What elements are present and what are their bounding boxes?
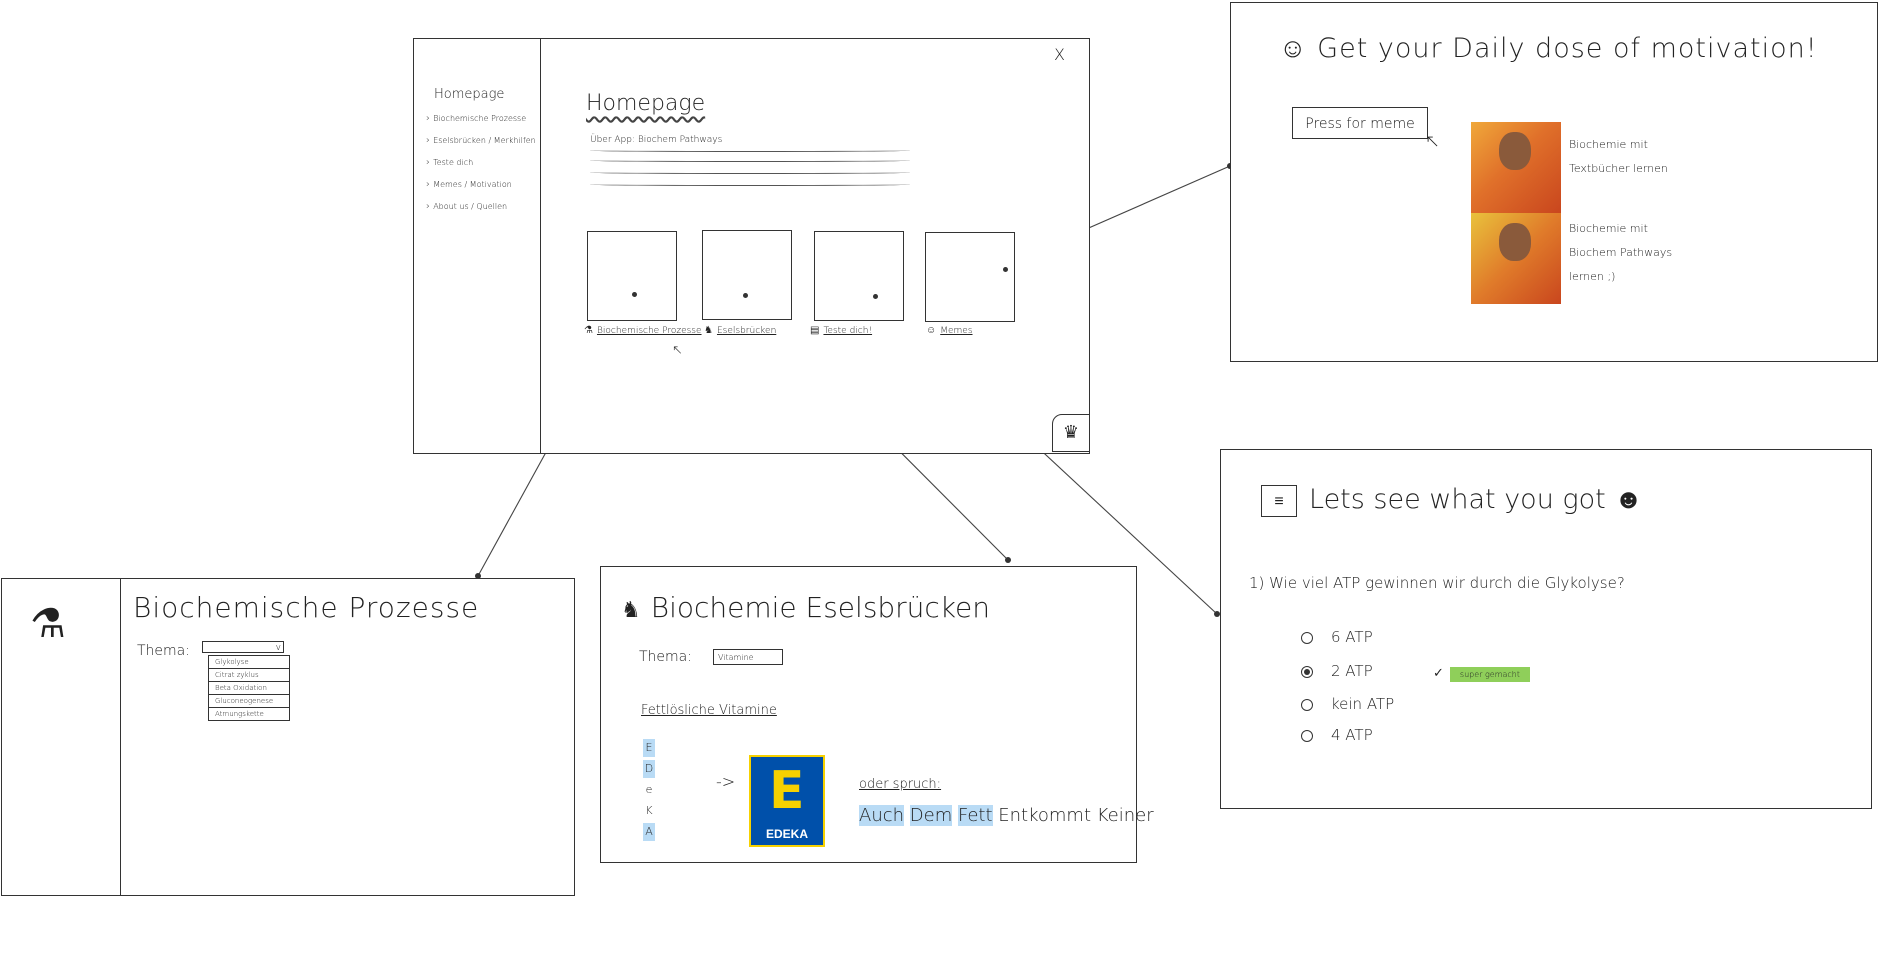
sidebar-item-memes[interactable]: Memes / Motivation bbox=[426, 179, 536, 190]
quiz-question: 1) Wie viel ATP gewinnen wir durch die G… bbox=[1249, 574, 1625, 592]
page-title: Homepage bbox=[586, 91, 706, 116]
flask-icon: ⚗ bbox=[584, 325, 593, 336]
donkey-icon: ♞ bbox=[621, 598, 641, 623]
sidebar bbox=[414, 39, 541, 453]
meme-caption-top: Biochemie mit Textbücher lernen bbox=[1569, 138, 1668, 175]
notepad-icon: ▤ bbox=[810, 325, 820, 336]
arrow-icon: -> bbox=[716, 772, 736, 791]
prozesse-title: Biochemische Prozesse bbox=[133, 591, 480, 624]
donkey-icon: ♞ bbox=[704, 325, 713, 336]
text-placeholder-line bbox=[590, 159, 910, 162]
memes-frame: ☺ Get your Daily dose of motivation! Pre… bbox=[1230, 2, 1878, 362]
tile-label-prozesse[interactable]: ⚗Biochemische Prozesse bbox=[584, 325, 702, 336]
phrase-word: Auch bbox=[859, 805, 905, 826]
crown-icon[interactable]: ♛ bbox=[1052, 414, 1090, 452]
mnemonic-letter: K bbox=[645, 804, 653, 817]
mnemonic-phrase: Auch Dem Fett Entkommt Keiner bbox=[859, 805, 1154, 826]
sidebar-title: Homepage bbox=[434, 87, 505, 102]
mnemonic-letter: A bbox=[643, 823, 655, 841]
meme-caption-bottom: Biochemie mit Biochem Pathways lernen ;) bbox=[1569, 222, 1673, 283]
thema-dropdown: Glykolyse Citrat zyklus Beta Oxidation G… bbox=[208, 655, 290, 721]
edeka-logo: E EDEKA bbox=[749, 755, 825, 847]
thema-select[interactable]: Vitamine bbox=[713, 649, 783, 665]
text-placeholder-line bbox=[590, 149, 910, 152]
eselsbruecken-frame: ♞Biochemie Eselsbrücken Thema: Vitamine … bbox=[600, 566, 1154, 863]
feedback-badge: super gemacht bbox=[1449, 667, 1530, 682]
meme-image-top bbox=[1471, 122, 1561, 213]
mnemonic-letter: e bbox=[645, 783, 653, 796]
logo-word: EDEKA bbox=[765, 827, 808, 841]
phrase-word: Dem bbox=[909, 805, 953, 826]
radio-button[interactable] bbox=[1301, 698, 1313, 711]
quiz-title: ≡Lets see what you got ☻ bbox=[1261, 484, 1643, 517]
mnemonic-letters: E D e K A bbox=[643, 739, 655, 844]
mnemonic-letter: D bbox=[643, 760, 655, 778]
thema-label: Thema: bbox=[137, 643, 190, 659]
radio-button[interactable] bbox=[1301, 729, 1313, 742]
phrase-word: Entkommt bbox=[998, 805, 1092, 826]
text-placeholder-line bbox=[590, 171, 910, 174]
sidebar bbox=[2, 579, 121, 895]
smiley-icon: ☺ bbox=[926, 325, 937, 336]
tile-label-eselsbruecken[interactable]: ♞Eselsbrücken bbox=[704, 325, 777, 336]
tile-prozesse[interactable] bbox=[587, 231, 677, 321]
tile-label-memes[interactable]: ☺Memes bbox=[926, 325, 973, 336]
tile-label-teste-dich[interactable]: ▤Teste dich! bbox=[810, 325, 873, 336]
flask-icon: ⚗ bbox=[30, 601, 66, 647]
section-title: Fettlösliche Vitamine bbox=[641, 703, 777, 718]
cursor-icon: ↖ bbox=[1425, 131, 1441, 152]
quiz-option-3[interactable]: 4 ATP bbox=[1301, 726, 1373, 744]
winking-face-icon: ☻ bbox=[1614, 484, 1643, 515]
dropdown-option[interactable]: Gluconeogenese bbox=[209, 695, 289, 708]
mnemonic-letter: E bbox=[643, 739, 655, 757]
sidebar-item-teste-dich[interactable]: Teste dich bbox=[426, 157, 536, 168]
quiz-option-2[interactable]: kein ATP bbox=[1301, 695, 1394, 713]
close-icon[interactable]: X bbox=[1054, 45, 1065, 64]
notepad-icon: ≡ bbox=[1261, 484, 1297, 517]
page-subtitle: Über App: Biochem Pathways bbox=[590, 135, 723, 145]
sidebar-item-prozesse[interactable]: Biochemische Prozesse bbox=[426, 113, 536, 124]
esel-title: ♞Biochemie Eselsbrücken bbox=[621, 591, 991, 624]
tile-teste-dich[interactable] bbox=[814, 231, 904, 321]
sidebar-item-eselsbruecken[interactable]: Eselsbrücken / Merkhilfen bbox=[426, 135, 536, 146]
text-placeholder-line bbox=[590, 183, 910, 186]
radio-button[interactable] bbox=[1301, 631, 1313, 644]
dropdown-option[interactable]: Glykolyse bbox=[209, 656, 289, 669]
prozesse-frame: ⚗ Biochemische Prozesse Thema: v Glykoly… bbox=[1, 578, 575, 896]
dropdown-option[interactable]: Atmungskette bbox=[215, 710, 264, 718]
homepage-frame: X Homepage Biochemische Prozesse Eselsbr… bbox=[413, 38, 1090, 454]
phrase-word: Fett bbox=[957, 805, 993, 826]
meme-button[interactable]: Press for meme bbox=[1292, 107, 1428, 139]
thema-label: Thema: bbox=[639, 649, 692, 665]
sidebar-nav: Biochemische Prozesse Eselsbrücken / Mer… bbox=[426, 113, 536, 223]
quiz-feedback: ✓ super gemacht bbox=[1433, 666, 1530, 682]
cursor-icon: ↖ bbox=[672, 343, 683, 358]
memes-title: ☺ Get your Daily dose of motivation! bbox=[1279, 33, 1818, 64]
smiley-icon: ☺ bbox=[1279, 33, 1318, 64]
oder-label: oder spruch: bbox=[859, 777, 942, 792]
tile-memes[interactable] bbox=[925, 232, 1015, 322]
quiz-option-0[interactable]: 6 ATP bbox=[1301, 628, 1373, 646]
quiz-option-1[interactable]: 2 ATP bbox=[1301, 662, 1373, 680]
quiz-frame: ≡Lets see what you got ☻ 1) Wie viel ATP… bbox=[1220, 449, 1872, 809]
sidebar-item-about[interactable]: About us / Quellen bbox=[426, 201, 536, 212]
tile-eselsbruecken[interactable] bbox=[702, 230, 792, 320]
dropdown-option[interactable]: Citrat zyklus bbox=[209, 669, 289, 682]
logo-letter: E bbox=[769, 761, 805, 821]
check-icon: ✓ bbox=[1433, 666, 1444, 681]
meme-image-bottom bbox=[1471, 213, 1561, 304]
radio-button-selected[interactable] bbox=[1301, 665, 1313, 678]
thema-select[interactable]: v bbox=[202, 641, 284, 653]
dropdown-option[interactable]: Beta Oxidation bbox=[209, 682, 289, 695]
phrase-word: Keiner bbox=[1096, 805, 1154, 826]
